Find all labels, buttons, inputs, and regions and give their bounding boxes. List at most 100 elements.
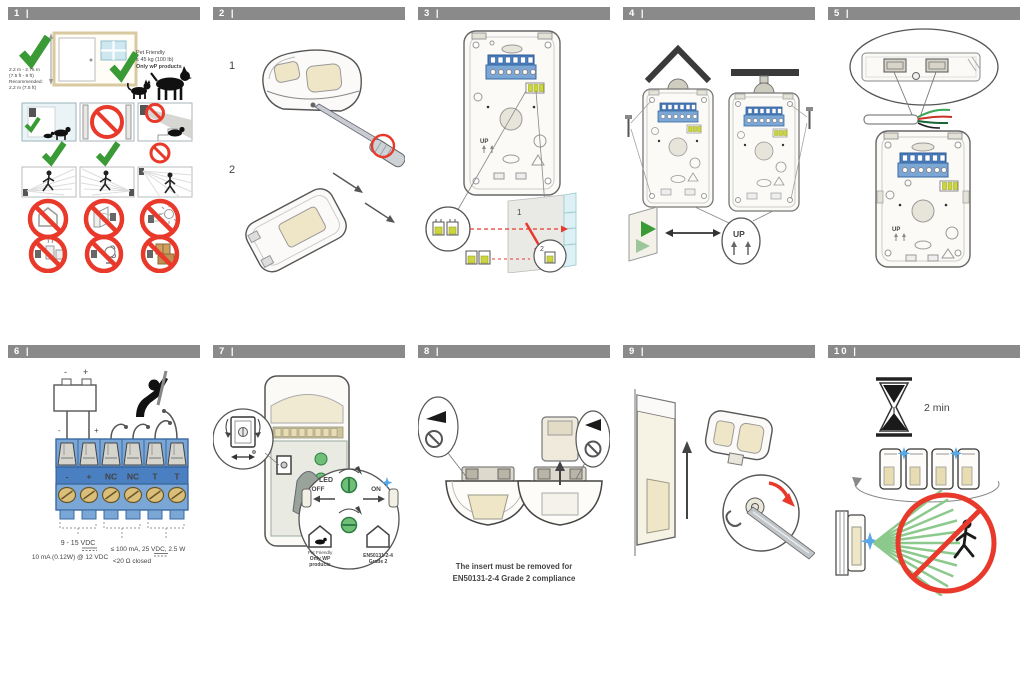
detector-top-insert-removed xyxy=(517,416,603,526)
terminal-label: T xyxy=(174,472,180,482)
panel-7-settings-diagram: LED OFF ON xyxy=(213,375,400,570)
led-label: LED xyxy=(319,477,333,484)
detector-base-corner xyxy=(642,88,714,208)
jumper-detail-extra xyxy=(465,250,530,265)
detector-body xyxy=(704,410,773,466)
pair-brackets xyxy=(59,522,185,539)
up-arrows-icon xyxy=(894,233,906,241)
step-number: 1 xyxy=(229,60,235,72)
corner-mount-roof-icon xyxy=(644,44,712,90)
insert-wedge-icon xyxy=(585,419,601,431)
led-flash-icon xyxy=(897,447,911,460)
dog-icon xyxy=(150,66,192,100)
pet-insert-callout-right xyxy=(575,410,610,480)
hourglass-icon xyxy=(876,377,912,437)
green-arrow-icon xyxy=(641,221,656,237)
top-detail-callout xyxy=(849,28,999,106)
relay-wires xyxy=(110,409,178,440)
check-icon xyxy=(41,141,67,167)
step-number: 2 xyxy=(229,164,235,176)
recycle-icon xyxy=(941,248,955,259)
insert-wedge-icon xyxy=(426,411,446,423)
switch-settings-callout: LED OFF ON xyxy=(298,466,400,570)
terminal-strip: - + NC NC T T xyxy=(55,438,189,520)
sensor-adjust-callout xyxy=(213,408,280,470)
scene-beam-at-pets xyxy=(137,102,193,142)
jumper-block xyxy=(939,180,959,192)
corner-wall-piece xyxy=(628,206,658,262)
jumper-detail-callout-2: 2 xyxy=(533,239,567,273)
pet-line-1: Pet Friendly xyxy=(136,50,165,56)
off-label: OFF xyxy=(312,486,325,493)
room-diagram xyxy=(49,31,138,87)
panel-1: 1 | 2.2 m - 2.75 m (7.5 ft - 9 ft) Recom… xyxy=(8,7,200,273)
walking-person-icon xyxy=(99,170,112,192)
panel-7-header: 7 | xyxy=(213,345,405,358)
led-flash-icon xyxy=(860,532,880,551)
coverage-diagram-toward xyxy=(137,166,193,198)
pet-friendly-note: Pet Friendly ≤ 45 kg (100 lb) Only wP pr… xyxy=(136,50,182,70)
spec-resistance: <20 Ω closed xyxy=(113,558,152,565)
panel-2: 2 | 1 2 xyxy=(213,7,405,273)
recycle-icon xyxy=(531,154,545,166)
swap-arrow xyxy=(665,229,721,237)
tilt-range-icon xyxy=(231,450,256,460)
panel-6-header: 6 | xyxy=(8,345,200,358)
led-flash-icon xyxy=(949,447,963,460)
detector-base: UP xyxy=(463,30,561,196)
height-line-4: 2.2 m (7.5 ft) xyxy=(9,85,37,91)
electrical-specs: 9 - 15 VDC 10 mA (0.12W) @ 12 VDC ≤ 100 … xyxy=(32,540,186,565)
compliance-note-line-1: The insert must be removed for xyxy=(456,562,573,571)
pet-mode-line-1: Pet Friendly xyxy=(308,550,333,555)
panel-10: 10 | 2 min xyxy=(828,345,1020,596)
wire-plus-label: + xyxy=(94,426,99,435)
pet-line-2: ≤ 45 kg (100 lb) xyxy=(136,57,174,63)
detector-top-with-insert xyxy=(445,466,531,526)
jumper-detail-callout-1 xyxy=(425,206,471,252)
battery-icon: - + xyxy=(53,367,97,412)
panel-2-illustration: 1 2 xyxy=(229,49,405,273)
panel-4-header: 4 | xyxy=(623,7,815,20)
up-label: UP xyxy=(892,227,900,233)
green-arrow-icon xyxy=(636,239,650,253)
terminal-block xyxy=(485,54,537,80)
prohibition-outdoor xyxy=(27,198,69,240)
no-icon xyxy=(584,440,602,458)
detector-base: UP xyxy=(875,130,971,268)
panel-5: 5 | xyxy=(828,7,1020,273)
prohibition-icon xyxy=(895,492,997,594)
panel-5-header: 5 | xyxy=(828,7,1020,20)
grade-mode-line-2: Grade 2 xyxy=(369,559,388,565)
panel-2-header: 2 | xyxy=(213,7,405,20)
jumper-block xyxy=(525,82,545,94)
prohibition-heat-sources xyxy=(28,234,68,273)
walk-test-time: 2 min xyxy=(924,402,950,414)
check-icon xyxy=(109,51,139,83)
grade-house-icon xyxy=(366,525,390,548)
panel-6: 6 | - + - + xyxy=(8,345,200,596)
check-icon xyxy=(95,141,121,167)
height-line-2: (7.5 ft - 9 ft) xyxy=(9,73,34,79)
grade-mode-line-1: EN50131-2-4 xyxy=(363,553,393,559)
flat-mount-ceiling-icon xyxy=(731,69,799,94)
cat-icon xyxy=(127,79,151,99)
pet-mode-line-2: Only WP xyxy=(310,556,331,562)
panel-1-illustration: 2.2 m - 2.75 m (7.5 ft - 9 ft) Recommend… xyxy=(9,31,193,273)
pet-house-icon xyxy=(308,525,332,548)
prohibition-door-draft xyxy=(83,198,125,240)
lens-strip xyxy=(272,426,344,439)
callout-number: 2 xyxy=(540,246,544,253)
detector-base-flat xyxy=(728,92,800,212)
up-label: UP xyxy=(733,229,745,239)
up-orientation-callout: UP xyxy=(694,206,774,265)
spec-voltage: 9 - 15 VDC xyxy=(61,540,96,547)
attach-arrow xyxy=(682,441,692,519)
panel-3-header: 3 | xyxy=(418,7,610,20)
panel-10-walktest-diagram: 2 min xyxy=(835,377,1000,596)
check-icon xyxy=(19,34,52,70)
callout-number: 1 xyxy=(517,208,522,217)
spec-current: 10 mA (0.12W) @ 12 VDC xyxy=(32,554,109,561)
prohibition-obstruction xyxy=(140,234,180,273)
led-blink-sequence xyxy=(852,447,1000,503)
